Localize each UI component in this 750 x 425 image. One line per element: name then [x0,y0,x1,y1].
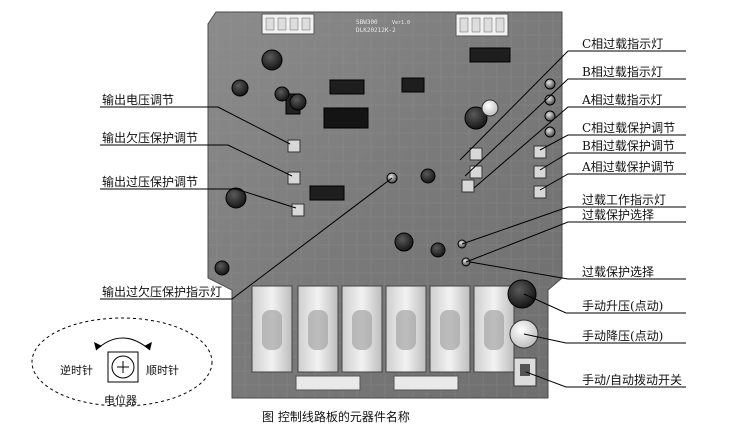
board-pcb-code: DLK20212K-2 [356,27,396,34]
leds [386,78,556,267]
capacitors [214,49,499,276]
label-manual-step-up: 手动升压(点动) [582,299,664,313]
board-version: Ver1.0 [392,20,410,26]
pot-cw-label: 顺时针 [146,364,179,377]
label-b-phase-overload-protect-adjust: B相过载保护调节 [582,139,675,153]
top-connector-left [261,13,315,35]
trim-pots [287,139,547,217]
label-output-undervoltage-protect-adjust: 输出欠压保护调节 [102,131,199,145]
label-a-phase-overload-protect-adjust: A相过载保护调节 [582,160,675,174]
label-manual-step-down: 手动降压(点动) [582,329,664,343]
label-c-phase-overload-indicator: C相过载指示灯 [582,37,664,51]
board-model: SBW300 [356,19,378,26]
label-overload-protect-indicator: 过载保护选择 [582,208,655,222]
relays [251,285,515,391]
label-output-overvoltage-protect-adjust: 输出过压保护调节 [102,175,199,189]
top-connector-right [455,13,509,37]
leader-lines-left [100,106,393,300]
leader-lines-right [459,50,686,388]
figure-caption: 图 控制线路板的元器件名称 [262,410,410,424]
label-output-over-under-voltage-indicator: 输出过欠压保护指示灯 [102,285,223,299]
label-b-phase-overload-indicator: B相过载指示灯 [582,65,663,79]
label-overload-protect-select: 过载保护选择 [582,265,655,279]
label-overload-working-indicator: 过载工作指示灯 [582,193,667,207]
pot-ccw-label: 逆时针 [60,364,93,377]
label-output-voltage-adjust: 输出电压调节 [102,93,175,107]
potentiometer-inset [31,317,213,407]
label-c-phase-overload-protect-adjust: C相过载保护调节 [582,121,676,135]
label-a-phase-overload-indicator: A相过载指示灯 [582,93,663,107]
label-manual-auto-toggle-switch: 手动/自动拨动开关 [582,373,683,387]
pot-name-label: 电位器 [104,394,137,407]
